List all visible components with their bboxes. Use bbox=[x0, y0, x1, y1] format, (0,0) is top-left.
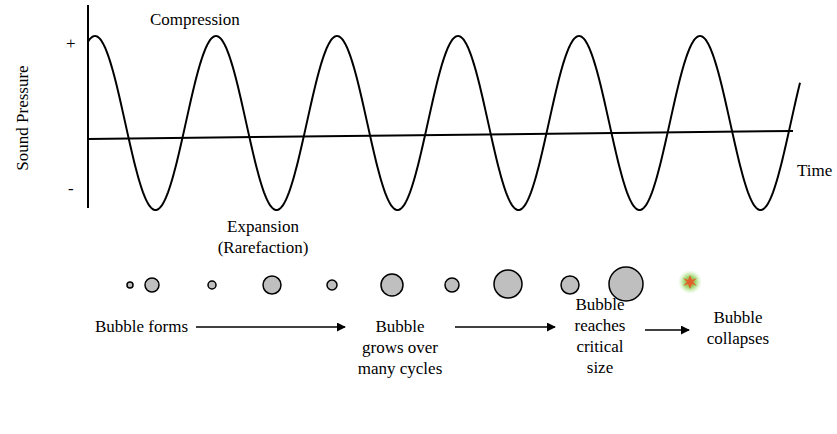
stage-text: Bubble collapses bbox=[697, 307, 779, 349]
wave-label: Compression bbox=[150, 9, 240, 30]
stage-label: Bubble reaches critical size bbox=[563, 294, 637, 378]
axis-sign: - bbox=[68, 178, 74, 199]
bubble bbox=[208, 281, 216, 289]
bubble-row bbox=[127, 267, 643, 301]
bubble bbox=[263, 276, 281, 294]
stage-text: Bubble forms bbox=[95, 316, 188, 337]
stage-label: Bubble collapses bbox=[697, 307, 779, 349]
flow-arrow bbox=[455, 326, 555, 328]
pressure-axis bbox=[87, 5, 89, 208]
axis-sign: + bbox=[66, 33, 76, 54]
flow-arrow bbox=[196, 326, 345, 328]
burst-glow bbox=[678, 270, 702, 294]
bubble bbox=[327, 280, 337, 290]
bubble bbox=[145, 278, 159, 292]
bubble bbox=[127, 282, 133, 288]
burst-star bbox=[683, 275, 697, 289]
stage-text: Bubble reaches critical size bbox=[563, 294, 637, 378]
bubble-burst bbox=[678, 270, 702, 294]
stage-label: Bubble forms bbox=[95, 316, 188, 337]
axis-title: Time bbox=[797, 160, 832, 181]
bubble bbox=[561, 276, 579, 294]
axis-title: Sound Pressure bbox=[12, 65, 33, 170]
wave-label: Expansion (Rarefaction) bbox=[207, 216, 319, 258]
flow-arrow bbox=[645, 329, 689, 331]
stage-label: Bubble grows over many cycles bbox=[353, 316, 447, 379]
bubble bbox=[494, 270, 522, 298]
bubble bbox=[381, 274, 403, 296]
bubble bbox=[445, 278, 459, 292]
time-axis bbox=[88, 131, 793, 139]
stage-text: Bubble grows over many cycles bbox=[353, 316, 447, 379]
sound-wave bbox=[88, 36, 800, 210]
